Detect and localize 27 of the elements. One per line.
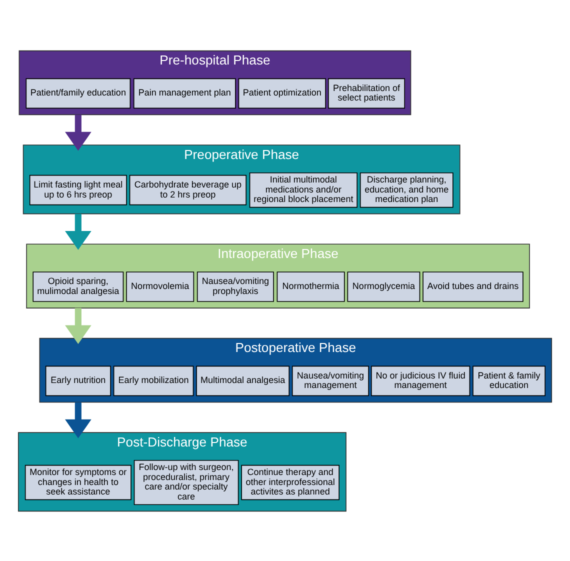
arrow <box>65 213 92 250</box>
node-box: Monitor for symptoms or changes in health to seek assistance <box>24 464 132 500</box>
node-box: Early mobilization <box>113 365 194 396</box>
node-box: Continue therapy and other interprofessional activites as planned <box>241 464 340 500</box>
node-box: Normoglycemia <box>347 271 420 302</box>
node-box: Nausea/vomiting management <box>292 365 369 396</box>
node-box: Normovolemia <box>126 271 194 302</box>
node-box: Opioid sparing, mulimodal analgesia <box>32 271 124 302</box>
arrow <box>65 402 92 438</box>
node-box: Nausea/vomiting prophylaxis <box>196 271 274 302</box>
node-box: Follow-up with surgeon, proceduralist, primary care and/or specialty care <box>134 459 239 505</box>
node-box: Pain management plan <box>133 78 236 108</box>
arrow <box>65 114 92 150</box>
node-box: Initial multimodal medications and/or regional block placement <box>249 172 358 208</box>
node-box: Patient optimization <box>238 78 326 108</box>
node-box: Carbohydrate beverage up to 2 hrs preop <box>129 174 246 205</box>
node-box: Patient/family education <box>26 78 131 108</box>
node-box: Patient & family education <box>472 365 546 396</box>
node-box: Early nutrition <box>45 365 111 396</box>
node-box: Normothermia <box>276 271 345 302</box>
node-box: Limit fasting light meal up to 6 hrs preop <box>29 174 127 205</box>
arrow <box>65 308 92 344</box>
node-box: Discharge planning, education, and home medication plan <box>360 172 454 208</box>
node-box: Prehabilitation of select patients <box>328 78 405 108</box>
node-box: No or judicious IV fluid management <box>371 365 470 396</box>
node-box: Avoid tubes and drains <box>422 271 524 302</box>
node-box: Multimodal analgesia <box>196 365 290 396</box>
